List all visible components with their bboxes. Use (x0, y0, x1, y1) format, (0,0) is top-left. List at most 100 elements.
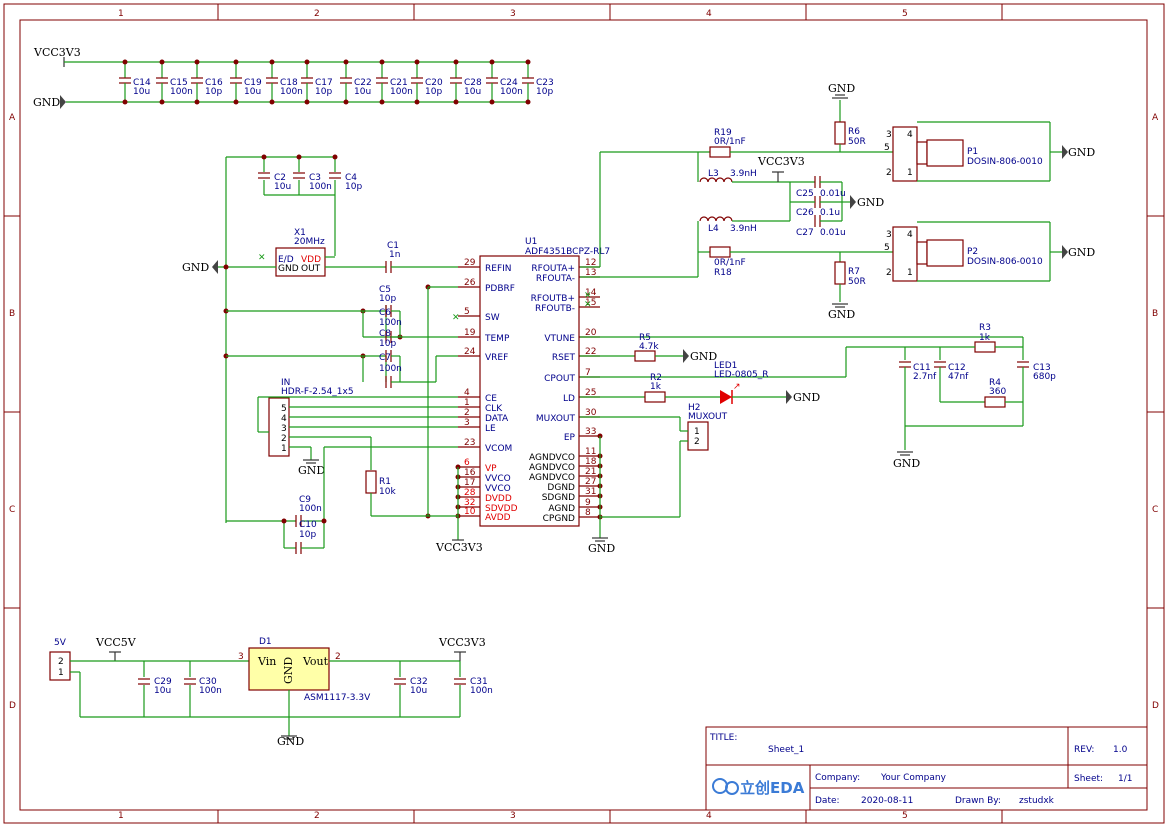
u1-pin-name: REFIN (485, 264, 512, 274)
row-label: B (1152, 309, 1158, 319)
c12-ref: C12 (948, 363, 966, 373)
p1-pin: 4 (907, 130, 913, 140)
decap-value: 10p (425, 87, 442, 97)
l3-ref: L3 (708, 169, 719, 179)
c30-value: 100n (199, 686, 222, 696)
c30-ref: C30 (199, 677, 217, 687)
u1-pin-number: 16 (464, 468, 476, 478)
decap-ref: C21 (390, 78, 408, 88)
c32-value: 10u (410, 686, 427, 696)
u1-pin-name: AGND (548, 504, 575, 514)
vcc5v-label: VCC5V (95, 636, 137, 649)
osc-cap-value: 10p (345, 182, 362, 192)
osc-cap-value: 10u (274, 182, 291, 192)
p1-ref: P1 (967, 147, 978, 157)
r5-value: 4.7k (639, 342, 659, 352)
u1-pin-name: SDVDD (485, 504, 518, 514)
u1-pin-number: 33 (585, 427, 596, 437)
u1-part: ADF4351BCPZ-RL7 (525, 247, 610, 257)
r7-resistor (834, 261, 846, 285)
u1-pin-name: LD (563, 394, 575, 404)
gnd-label: GND (1068, 146, 1095, 159)
col-label: 2 (314, 9, 320, 19)
vref-cap-ref: C6 (379, 308, 391, 318)
p1-pin: 1 (907, 168, 913, 178)
vcom-cap-value: 100n (299, 504, 322, 514)
osc-cap-ref: C3 (309, 173, 321, 183)
decap-ref: C18 (280, 78, 298, 88)
u1-pin-name: DGND (547, 483, 575, 493)
vref-cap-value: 10p (379, 339, 396, 349)
r2-value: 1k (650, 382, 662, 392)
row-label: B (9, 309, 15, 319)
r19-resistor (709, 146, 731, 158)
row-label: C (1152, 505, 1158, 515)
gnd-symbol (212, 260, 218, 274)
u1-pin-number: 29 (464, 258, 476, 268)
decap-value: 10u (244, 87, 261, 97)
h2-part: MUXOUT (688, 412, 728, 422)
decoupling-bank: VCC3V3 GND C1410uC15100nC1610pC1910uC181… (33, 46, 554, 109)
c27-ref: C27 (796, 228, 814, 238)
h2-pin: 2 (694, 437, 700, 447)
no-connect-icon: ✕ (452, 313, 460, 323)
u1-pin-number: 4 (464, 388, 470, 398)
u1-pin-name: AGNDVCO (529, 463, 575, 473)
u1-pin-number: 3 (464, 418, 470, 428)
u1-pin-number: 1 (464, 398, 470, 408)
u1-pin-number: 28 (464, 488, 476, 498)
gnd-label: GND (277, 735, 304, 748)
col-label: 1 (118, 9, 124, 19)
p2-part: DOSIN-806-0010 (967, 257, 1043, 267)
u1-pin-number: 15 (585, 298, 596, 308)
header-ref: IN (281, 378, 290, 388)
col-label: 3 (510, 9, 516, 19)
row-label: D (1152, 701, 1159, 711)
osc-cap-ref: C4 (345, 173, 357, 183)
no-connect-icon: ✕ (258, 253, 266, 263)
decap-value: 10p (315, 87, 332, 97)
decap-value: 100n (280, 87, 303, 97)
u1-pin-name: SW (485, 313, 500, 323)
u1-pin-name: EP (564, 433, 576, 443)
gnd-label: GND (690, 350, 717, 363)
u1-pin-number: 21 (585, 467, 596, 477)
j5v-pin: 1 (58, 668, 64, 678)
u1-pin-name: MUXOUT (536, 414, 576, 424)
row-label: A (1152, 113, 1159, 123)
gnd-label: GND (793, 391, 820, 404)
u1-pin-number: 7 (585, 368, 591, 378)
c13-ref: C13 (1033, 363, 1051, 373)
p1-pin: 3 (886, 130, 892, 140)
u1-pin-number: 2 (464, 408, 470, 418)
drawn-value: zstudxk (1019, 796, 1055, 806)
gnd-symbol (786, 390, 792, 404)
c27-value: 0.01u (820, 228, 846, 238)
vcc3v3-label: VCC3V3 (435, 541, 483, 554)
u1-pin-number: 27 (585, 477, 596, 487)
vcc3v3-label: VCC3V3 (757, 155, 805, 168)
x1-pin-gnd: GND (278, 264, 299, 274)
decap-value: 100n (390, 87, 413, 97)
l3-value: 3.9nH (730, 169, 757, 179)
sheet-border: 1 2 3 4 5 1 2 3 4 5 A B C D A B C D (3, 3, 1165, 824)
x1-value: 20MHz (294, 237, 325, 247)
decap-value: 100n (500, 87, 523, 97)
col-label: 1 (118, 811, 124, 821)
j5v-connector (49, 651, 71, 681)
u1-pin-number: 32 (464, 498, 475, 508)
decap-ref: C14 (133, 78, 151, 88)
u1-pin-number: 22 (585, 347, 596, 357)
led1-diode-icon (720, 390, 732, 404)
title-label: TITLE: (709, 733, 737, 743)
gnd-label: GND (588, 542, 615, 555)
col-label: 4 (706, 9, 712, 19)
u1-pin-number: 19 (464, 328, 476, 338)
d1-ref: D1 (259, 637, 272, 647)
c26-value: 0.1u (820, 208, 840, 218)
c25-ref: C25 (796, 189, 814, 199)
p2-pin: 2 (886, 268, 892, 278)
p1-part: DOSIN-806-0010 (967, 157, 1043, 167)
r18-value: 0R/1nF (714, 258, 746, 268)
